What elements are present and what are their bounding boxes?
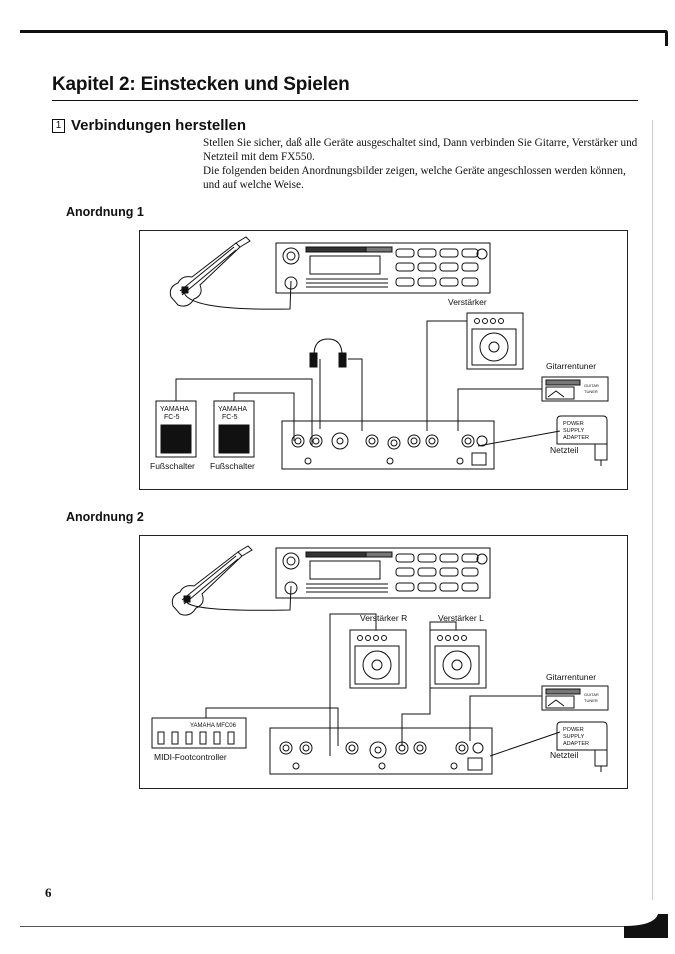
pedal-2-brand: YAMAHA [218,406,247,413]
netzteil-label: Netzteil [550,750,578,760]
tuner-label: Gitarrentuner [546,672,596,682]
guitar-icon [171,545,253,616]
paragraph-2: Die folgenden beiden Anordnungsbilder ze… [203,165,626,191]
netzteil-label: Netzteil [550,445,578,455]
top-corner-mark [648,30,668,46]
headphones-icon [309,338,347,368]
tuner-label: Gitarrentuner [546,361,596,371]
amp-r-label: Verstärker R [360,613,407,623]
section-number: 1 [52,118,65,133]
tuner-text-1: GUITAR [584,692,599,697]
guitar-tuner-icon [541,376,609,402]
power-adapter-icon [556,721,608,772]
page-number: 6 [45,885,52,900]
amp-l-label: Verstärker L [438,613,484,623]
footswitch-2-icon [213,400,255,458]
pedal-1-model: FC-5 [164,414,180,421]
pedal-1-label: Fußschalter [150,461,195,471]
arrangement-1-diagram: Verstärker Gitarrentuner GUITAR TUNER PO… [139,230,628,490]
adapter-line-1: POWER [563,421,584,427]
chapter-rule [52,100,638,101]
adapter-line-3: ADAPTER [563,435,589,441]
fx550-unit [275,547,491,599]
bottom-corner-mark [624,914,668,938]
tuner-text-1: GUITAR [584,383,599,388]
pedal-2-label: Fußschalter [210,461,255,471]
midi-footcontroller-icon [151,717,247,749]
adapter-line-1: POWER [563,727,584,733]
arrangement-1-label: Anordnung 1 [66,205,144,219]
paragraph-1: Stellen Sie sicher, daß alle Geräte ausg… [203,137,638,163]
arrangement-2-diagram: Verstärker R Verstärker L Gitarrentuner … [139,535,628,789]
arrangement-1-svg: Verstärker Gitarrentuner GUITAR TUNER PO… [150,236,609,471]
amp-label: Verstärker [448,297,487,307]
pedal-2-model: FC-5 [222,414,238,421]
midi-brand: YAMAHA MFC06 [190,723,237,729]
power-adapter-icon [556,415,608,466]
guitar-icon [169,236,251,307]
amplifier-icon [466,312,524,370]
tuner-text-2: TUNER [584,698,598,703]
footswitch-1-icon [155,400,197,458]
fx550-rear-panel [269,727,493,775]
midi-label: MIDI-Footcontroller [154,752,227,762]
section-title: Verbindungen herstellen [71,117,247,134]
adapter-line-2: SUPPLY [563,428,585,434]
guitar-tuner-icon [541,685,609,711]
fx550-rear-panel [281,420,495,470]
bottom-rule [20,926,660,927]
top-rule [20,30,660,33]
adapter-line-3: ADAPTER [563,741,589,747]
tuner-text-2: TUNER [584,389,598,394]
chapter-title: Kapitel 2: Einstecken und Spielen [52,74,350,95]
fx550-unit [275,242,491,294]
arrangement-2-svg: Verstärker R Verstärker L Gitarrentuner … [151,545,609,775]
pedal-1-brand: YAMAHA [160,406,189,413]
amplifier-r-icon [349,629,407,689]
page-edge-line [652,120,653,900]
amplifier-l-icon [429,629,487,689]
section-heading: 1 Verbindungen herstellen [52,117,246,134]
adapter-line-2: SUPPLY [563,734,585,740]
arrangement-2-label: Anordnung 2 [66,510,144,524]
